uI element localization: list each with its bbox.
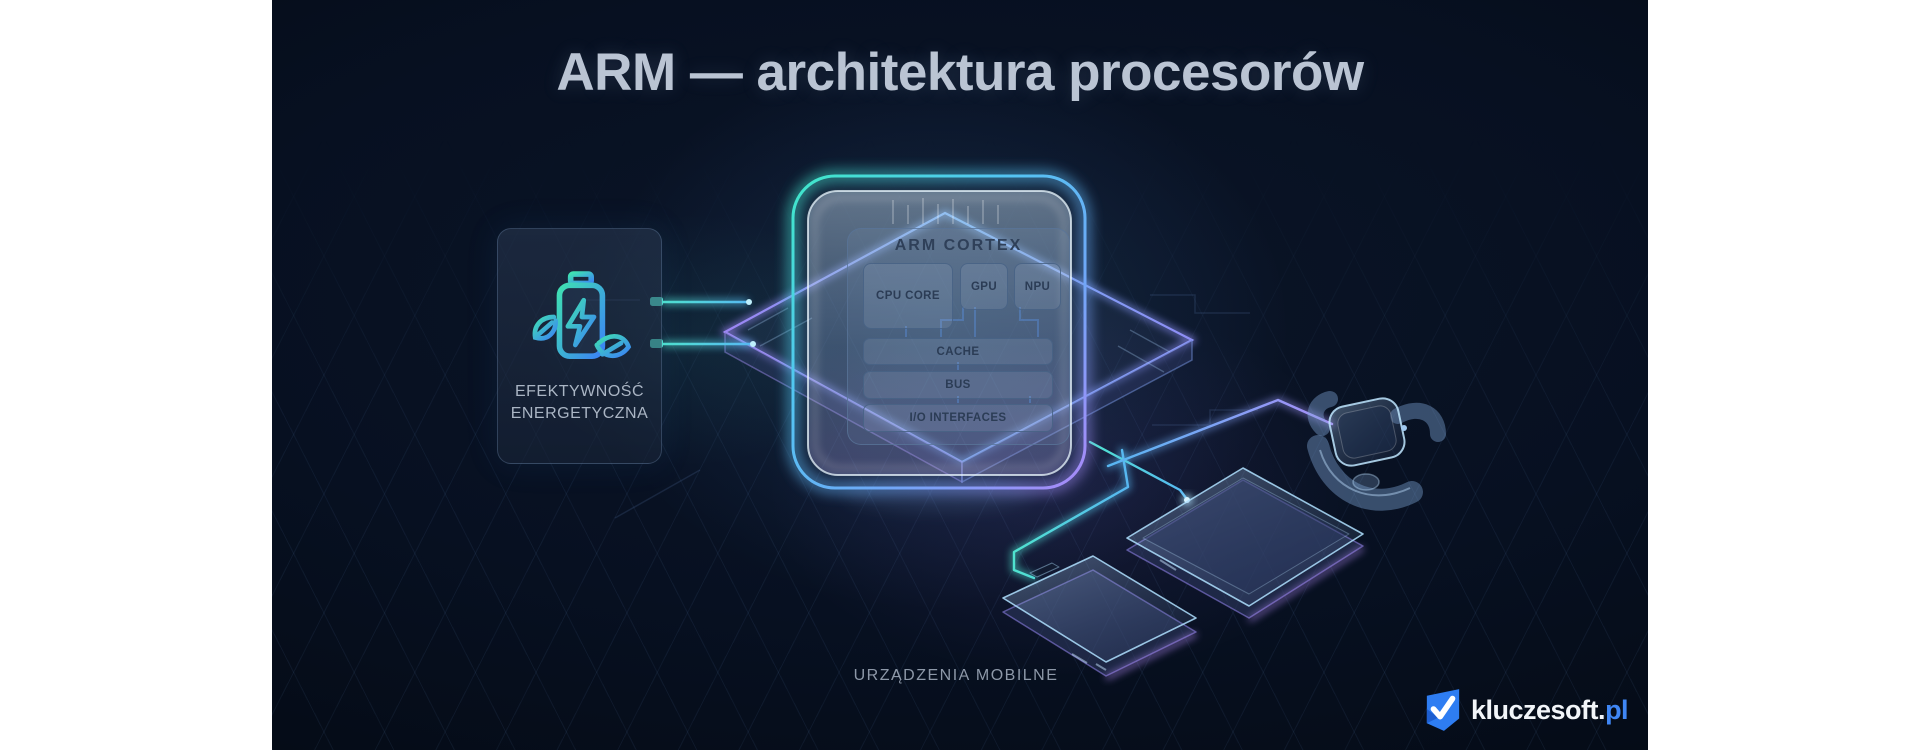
brand-tld: pl (1605, 694, 1629, 725)
block-npu: NPU (1014, 263, 1061, 310)
brand-logo: kluczesoft.pl (1424, 684, 1629, 736)
page-title: ARM — architektura procesorów (556, 43, 1364, 102)
chip-title: ARM CORTEX (894, 237, 1023, 254)
brand-wordmark: kluczesoft.pl (1471, 694, 1629, 726)
block-cache: CACHE (863, 338, 1053, 365)
shield-check-icon (1424, 686, 1462, 734)
smartphone-illustration (1002, 555, 1197, 680)
circuit-traces (580, 294, 1258, 519)
brand-name: kluczesoft (1471, 694, 1599, 725)
brand-dot: . (1598, 694, 1606, 725)
block-gpu: GPU (960, 263, 1008, 310)
dark-panel: ARM — architektura procesorów EFE (272, 0, 1648, 750)
arm-cortex-panel: ARM CORTEX CPU CORE GPU NPU CACHE BUS I/… (847, 228, 1070, 445)
block-bus: BUS (863, 371, 1053, 399)
energy-efficiency-card: EFEKTYWNOŚĆ ENERGETYCZNA (497, 228, 662, 464)
block-cpu-core: CPU CORE (863, 263, 953, 329)
mobile-devices-label: URZĄDZENIA MOBILNE (853, 667, 1059, 684)
block-io-interfaces: I/O INTERFACES (863, 404, 1053, 432)
tablet-illustration (1126, 467, 1364, 622)
battery-leaf-icon (524, 259, 636, 375)
energy-card-label: EFEKTYWNOŚĆ ENERGETYCZNA (510, 383, 649, 422)
smartwatch-illustration (1307, 391, 1446, 511)
